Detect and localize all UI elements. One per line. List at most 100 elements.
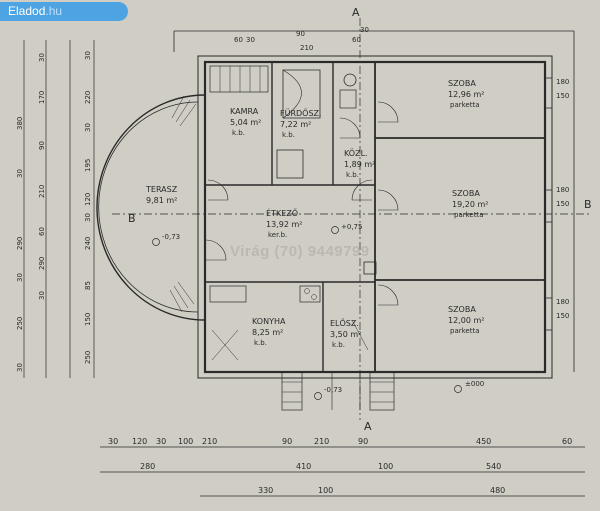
dim-left-col3: 85 (84, 281, 92, 290)
level-marker-2: +0,75 (331, 223, 362, 234)
opening-top-label: 60 (352, 36, 361, 44)
dim-left-col3: 220 (84, 91, 92, 104)
room-eloszt-area: 3,50 m² (330, 330, 361, 339)
opening-right-label: 150 (556, 312, 569, 320)
dim-bottom-row1: 120 (132, 437, 147, 446)
dim-left-col1: 30 (16, 273, 24, 282)
dim-left-col2: 170 (38, 91, 46, 104)
room-szoba1-floor: parketta (450, 101, 480, 109)
room-furdo-area: 7,22 m² (280, 120, 311, 129)
room-labels: KAMRA 5,04 m² k.b. FÜRDŐSZ. 7,22 m² k.b. KÖZL.… (145, 79, 488, 349)
dim-left-col3: 250 (84, 351, 92, 364)
room-szoba3-floor: parketta (450, 327, 480, 335)
dim-bottom-row1: 60 (562, 437, 572, 446)
dim-left-col1: 290 (16, 237, 24, 250)
room-kozl-area: 1,89 m² (344, 160, 375, 169)
room-szoba3-area: 12,00 m² (448, 316, 484, 325)
room-etkezo-floor: ker.b. (268, 231, 287, 239)
opening-right-label: 150 (556, 92, 569, 100)
level-marker-3-label: -0,73 (324, 386, 342, 394)
watermark-phone: Virág (70) 9449799 (230, 243, 370, 260)
dim-bottom-row1: 450 (476, 437, 491, 446)
level-marker-1-label: -0,73 (162, 233, 180, 241)
dim-bottom-row1: 30 (156, 437, 166, 446)
opening-top-label: 30 (360, 26, 369, 34)
dim-left-col1: 380 (16, 117, 24, 130)
room-furdo-floor: k.b. (282, 131, 295, 139)
site-logo[interactable]: Eladod.hu (0, 2, 128, 21)
dim-bottom-row3: 480 (490, 486, 505, 495)
dim-left-col3: 30 (84, 51, 92, 60)
room-szoba2-floor: parketta (454, 211, 484, 219)
dim-bottom-row1: 100 (178, 437, 193, 446)
section-mark-top: A (352, 6, 360, 19)
dim-bottom-row2: 540 (486, 462, 501, 471)
dim-left-col3: 30 (84, 213, 92, 222)
room-kozl-name: KÖZL. (344, 148, 368, 158)
walls (173, 30, 575, 411)
dimension-labels: 30 120 30 100 210 90 210 90 450 60 280 410 100 540 330… (16, 26, 572, 495)
dim-left-col2: 60 (38, 227, 46, 236)
room-szoba3-name: SZOBA (448, 305, 476, 314)
opening-top-label: 90 (296, 30, 305, 38)
dim-bottom-row2: 280 (140, 462, 155, 471)
dimension-lines (23, 40, 585, 497)
dim-bottom-row3: 330 (258, 486, 273, 495)
room-kamra-area: 5,04 m² (230, 118, 261, 127)
dim-left-col2: 290 (38, 257, 46, 270)
dim-bottom-row1: 30 (108, 437, 118, 446)
level-marker-4-label: ±000 (465, 380, 484, 388)
level-marker-2-label: +0,75 (341, 223, 362, 231)
dim-left-col2: 30 (38, 53, 46, 62)
section-mark-bottom: A (364, 420, 372, 433)
section-lines (112, 18, 590, 420)
dim-left-col1: 30 (16, 169, 24, 178)
level-marker-3: -0,73 (314, 386, 342, 400)
room-terasz-area: 9,81 m² (146, 196, 177, 205)
room-szoba1-name: SZOBA (448, 79, 476, 88)
dim-left-col3: 150 (84, 313, 92, 326)
terrace-arc (96, 94, 206, 321)
dim-left-col2: 30 (38, 291, 46, 300)
dim-left-col1: 30 (16, 363, 24, 372)
opening-right-label: 180 (556, 298, 569, 306)
dim-bottom-row2: 100 (378, 462, 393, 471)
opening-right-label: 180 (556, 78, 569, 86)
opening-top-label: 30 (246, 36, 255, 44)
dim-bottom-row1: 210 (202, 437, 217, 446)
room-etkezo-name: ÉTKEZŐ (266, 207, 298, 218)
dim-left-col1: 250 (16, 317, 24, 330)
opening-right-label: 150 (556, 200, 569, 208)
opening-top-label: 210 (300, 44, 313, 52)
room-furdo-name: FÜRDŐSZ. (280, 108, 322, 118)
logo-brand: Eladod (8, 4, 46, 18)
section-mark-left: B (128, 212, 136, 225)
opening-right-label: 180 (556, 186, 569, 194)
logo-tld: .hu (45, 4, 63, 18)
dim-bottom-row2: 410 (296, 462, 311, 471)
dim-left-col3: 195 (84, 159, 92, 172)
level-marker-1: -0,73 (152, 233, 180, 246)
dim-bottom-row3: 100 (318, 486, 333, 495)
dim-bottom-row1: 90 (358, 437, 368, 446)
dim-bottom-row1: 90 (282, 437, 292, 446)
dim-left-col3: 240 (84, 237, 92, 250)
room-szoba2-name: SZOBA (452, 189, 480, 198)
room-szoba1-area: 12,96 m² (448, 90, 484, 99)
dim-left-col2: 210 (38, 185, 46, 198)
room-kamra-name: KAMRA (230, 107, 259, 116)
opening-top-label: 60 (234, 36, 243, 44)
dim-bottom-row1: 210 (314, 437, 329, 446)
room-eloszt-floor: k.b. (332, 341, 345, 349)
room-szoba2-area: 19,20 m² (452, 200, 488, 209)
room-konyha-name: KONYHA (252, 317, 286, 326)
room-eloszt-name: ELŐSZ. (330, 318, 359, 328)
dim-left-col2: 90 (38, 141, 46, 150)
room-etkezo-area: 13,92 m² (266, 220, 302, 229)
dim-left-col3: 120 (84, 193, 92, 206)
room-konyha-floor: k.b. (254, 339, 267, 347)
section-mark-right: B (584, 198, 592, 211)
dim-left-col3: 30 (84, 123, 92, 132)
room-kozl-floor: k.b. (346, 171, 359, 179)
